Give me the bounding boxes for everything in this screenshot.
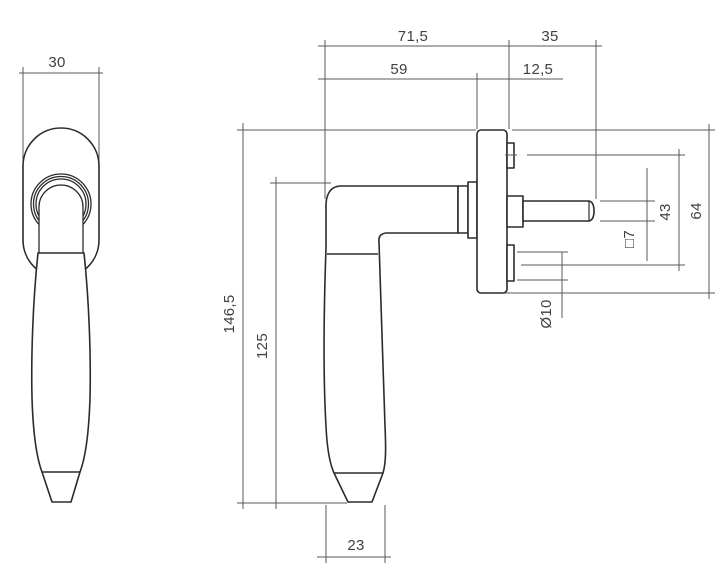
extension-lines — [238, 129, 476, 504]
label-rosette-width: 30 — [48, 54, 65, 71]
label-screw-distance: 43 — [657, 203, 674, 220]
dim-ticks — [703, 129, 715, 294]
extension-lines — [517, 251, 566, 281]
label-spindle-length: 35 — [541, 28, 558, 45]
dim-ticks — [556, 251, 568, 281]
label-lever-length: 125 — [254, 333, 271, 359]
label-rosette-height: 64 — [688, 202, 705, 219]
label-screw-hole: Ø10 — [538, 299, 555, 328]
dim-screw-distance — [521, 149, 685, 271]
extension-lines — [503, 129, 713, 294]
dim-rosette-width — [19, 67, 103, 168]
dim-ticks — [673, 154, 685, 266]
neck-ring-1 — [457, 185, 469, 234]
label-overall-depth: 71,5 — [398, 28, 428, 45]
spindle-bar — [522, 200, 595, 222]
extension-lines — [22, 69, 100, 168]
neck-outline — [38, 184, 84, 253]
screw-bottom — [506, 244, 515, 282]
dim-ticks — [641, 200, 653, 222]
dim-lever-length — [270, 177, 331, 509]
grip-side — [30, 252, 92, 503]
side-view — [22, 127, 100, 503]
label-handle-offset: 59 — [390, 61, 407, 78]
label-grip-width: 23 — [347, 537, 364, 554]
neck-mask — [39, 185, 83, 255]
dim-ticks — [325, 551, 386, 563]
dim-rosette-height — [503, 124, 715, 299]
spindle-hub — [506, 195, 524, 228]
dim-overall-height — [237, 123, 476, 509]
label-rosette-thickness: 12,5 — [523, 61, 553, 78]
backplate — [476, 129, 508, 294]
neck-ring-2 — [467, 181, 478, 239]
label-overall-height: 146,5 — [221, 294, 238, 333]
label-spindle-square: □7 — [621, 230, 638, 248]
extension-lines — [521, 154, 684, 266]
dimension-labels: 30 71,5 35 59 12,5 146,5 125 43 64 □7 Ø1… — [48, 28, 705, 554]
dim-spindle-square — [600, 168, 655, 261]
dim-grip-width — [317, 505, 391, 563]
front-view — [323, 129, 595, 503]
dimension-lines — [19, 40, 715, 563]
dim-overall-depth-spindle — [318, 40, 602, 52]
dim-screw-hole — [517, 251, 568, 318]
lever-outline — [323, 185, 459, 503]
